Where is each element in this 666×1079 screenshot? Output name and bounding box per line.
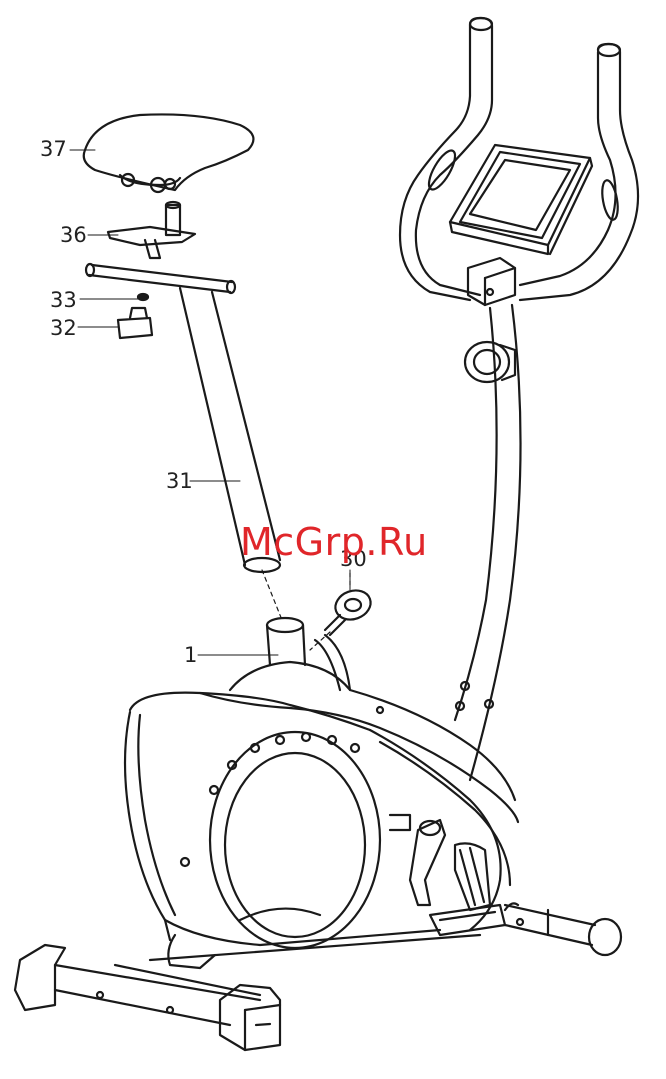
front-stabiliser bbox=[15, 945, 280, 1050]
part-number-31: 31 bbox=[166, 471, 193, 492]
part-number-32: 32 bbox=[50, 318, 77, 339]
crank-pedal bbox=[390, 815, 518, 935]
seat-slider bbox=[86, 264, 235, 293]
knob-30 bbox=[325, 586, 375, 635]
console bbox=[450, 145, 592, 254]
seat-37 bbox=[84, 114, 254, 192]
handlebar bbox=[400, 18, 638, 300]
rear-stabiliser bbox=[505, 905, 621, 955]
part-number-33: 33 bbox=[50, 290, 77, 311]
seat-clamp-36 bbox=[108, 202, 195, 258]
watermark-text: McGrp.Ru bbox=[240, 520, 428, 564]
flywheel-cover bbox=[210, 732, 380, 948]
knob-32 bbox=[118, 308, 152, 338]
leader-lines bbox=[70, 150, 350, 655]
washer-33 bbox=[138, 294, 148, 300]
tension-knob bbox=[465, 342, 515, 382]
handlebar-clamp bbox=[468, 258, 515, 305]
part-number-1: 1 bbox=[184, 645, 197, 666]
part-number-36: 36 bbox=[60, 225, 87, 246]
part-number-37: 37 bbox=[40, 139, 67, 160]
